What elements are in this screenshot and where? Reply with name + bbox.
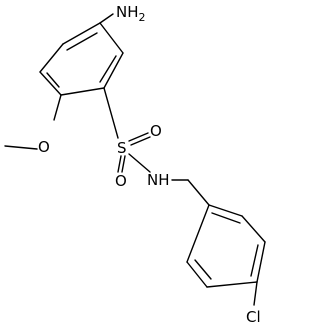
sulfonyl-double-top-b	[130, 136, 151, 146]
ring1-bond-f	[39, 43, 64, 73]
amide-nitrogen-label: NH	[147, 171, 170, 189]
ring1-double-b	[99, 55, 117, 83]
sulfur-nitrogen-bond	[128, 153, 151, 173]
chlorine-bond	[253, 281, 258, 306]
ring2-bond-b	[241, 215, 266, 243]
ring1-bond-b	[99, 22, 124, 54]
sulfonyl-double-top-a	[128, 132, 149, 142]
molecule-structure: NH2 O S O O NH Cl	[4, 3, 266, 326]
ring2-double-a	[211, 212, 241, 224]
ring2-bond-a	[208, 204, 243, 217]
ring1-bond-e	[39, 71, 62, 96]
ring1-bond-d	[60, 87, 105, 96]
ring2-bond-e	[186, 261, 208, 288]
ring1-double-c	[46, 72, 60, 88]
sulfonyl-double-bottom-a	[117, 155, 122, 173]
methyl-bond	[4, 145, 38, 150]
sulfonyl-oxygen-bottom-label: O	[115, 172, 127, 190]
ring1-bond-a	[62, 22, 101, 45]
ring2-bond-f	[186, 204, 210, 263]
methoxy-oxygen-label: O	[38, 138, 50, 156]
amine-label: NH2	[116, 3, 146, 24]
ring1-bond-c	[103, 52, 124, 89]
chlorine-label: Cl	[246, 308, 261, 326]
ring2-bond-d	[206, 281, 258, 288]
ring1-double-a	[66, 32, 98, 51]
ch2-ring-bond	[187, 179, 210, 206]
ring2-double-c	[194, 259, 212, 280]
sulfonyl-oxygen-top-label: O	[150, 122, 162, 140]
sulfur-label: S	[117, 139, 127, 157]
sulfonyl-double-bottom-b	[121, 155, 126, 173]
ring2-bond-c	[256, 241, 266, 283]
upper-ring	[39, 22, 124, 96]
amine-bond	[99, 13, 114, 24]
ring2-double-b	[250, 244, 259, 277]
ring-sulfur-bond	[103, 87, 119, 139]
lower-ring	[186, 204, 266, 288]
methoxy-bond	[53, 94, 62, 121]
structure-canvas: NH2 O S O O NH Cl	[4, 3, 266, 326]
